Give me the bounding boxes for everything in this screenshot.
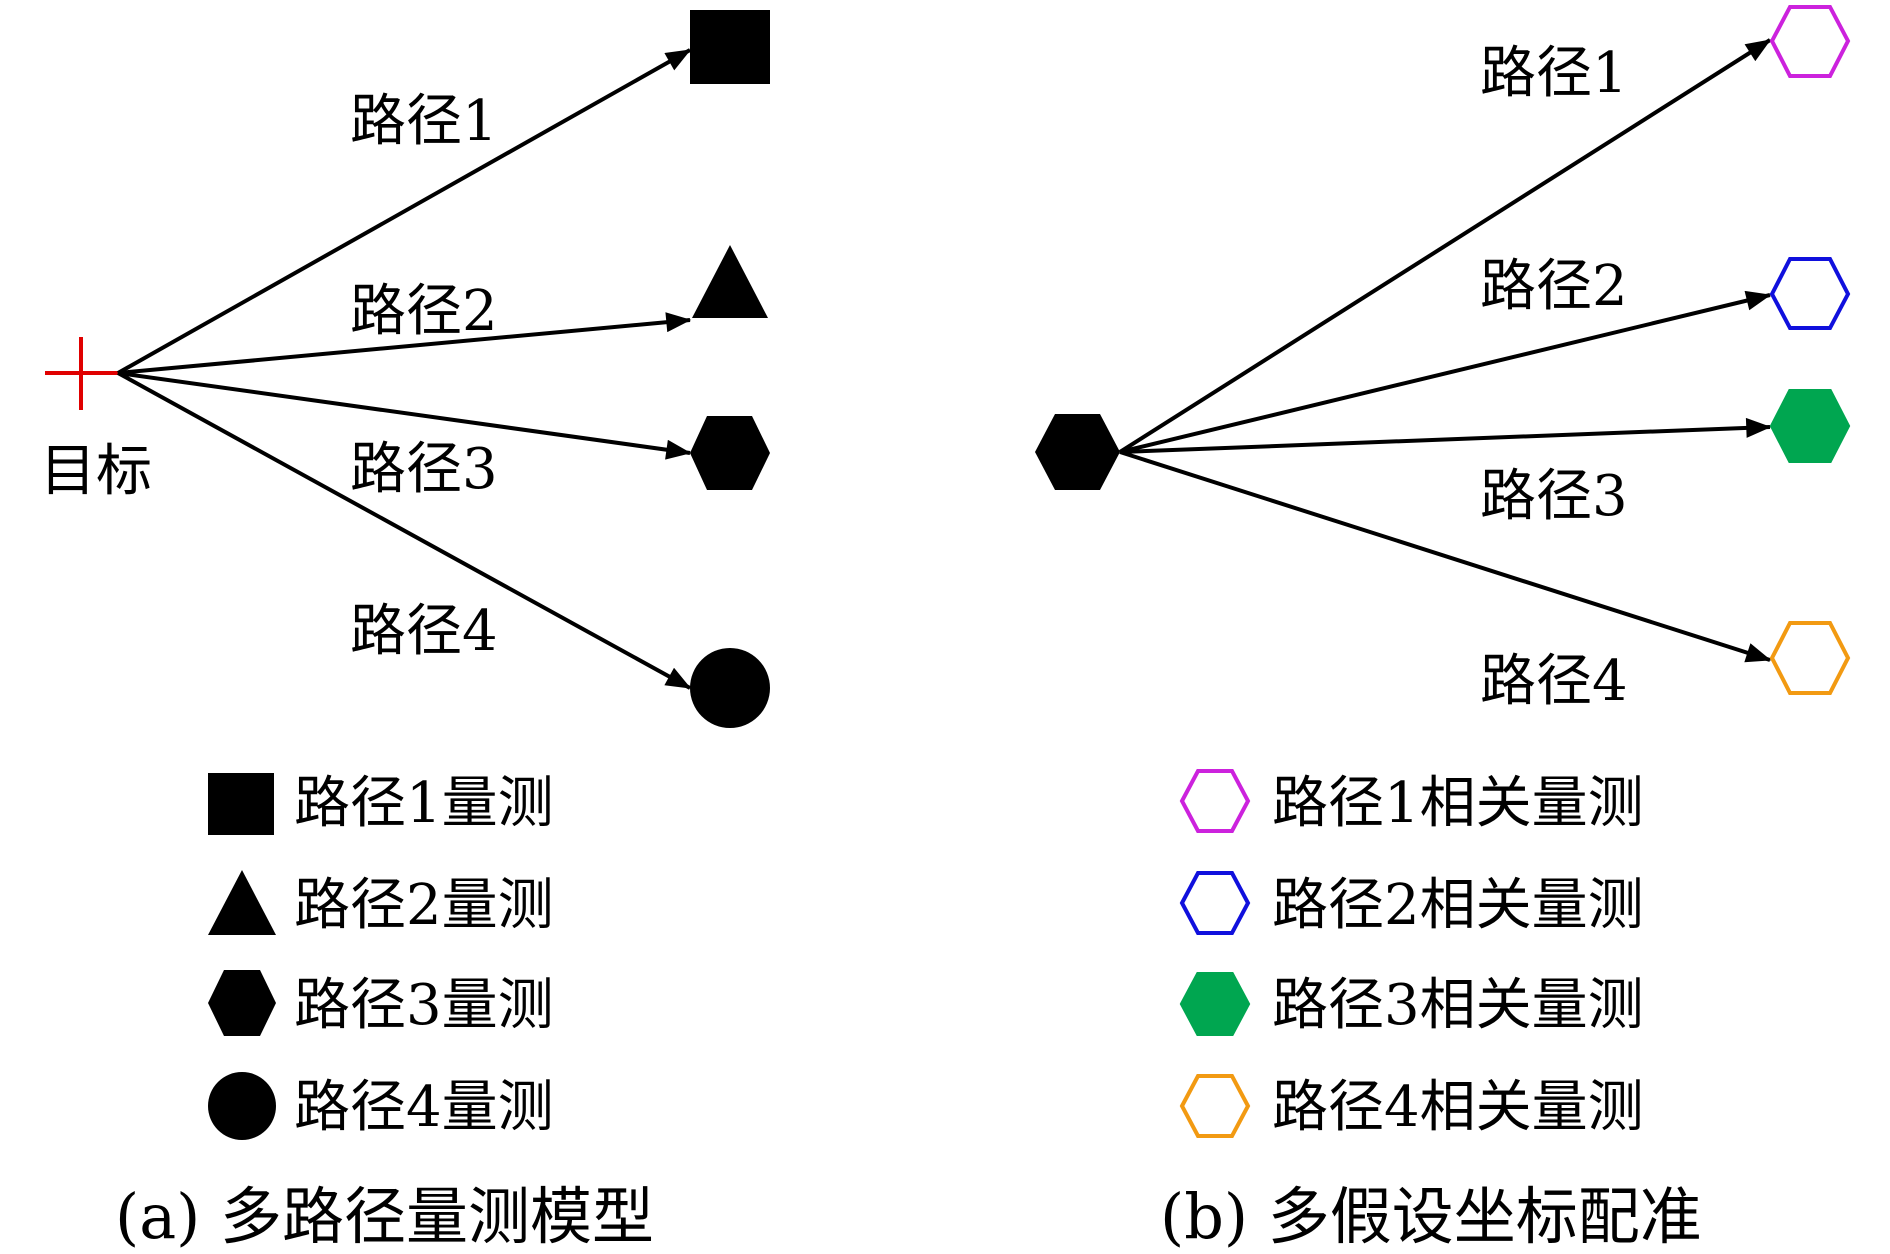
path-1-label: 路径1 <box>350 89 498 154</box>
path-b1-label: 路径1 <box>1480 41 1628 106</box>
caption-b: (b) 多假设坐标配准 <box>1160 1180 1702 1253</box>
target-label: 目标 <box>40 439 152 504</box>
legend-b-item-4: 路径4相关量测 <box>1272 1075 1644 1140</box>
legend-b-hexagon-2-icon <box>1179 871 1251 935</box>
path-b2-label: 路径2 <box>1480 254 1628 319</box>
legend-triangle-icon <box>208 870 276 935</box>
path-4-label: 路径4 <box>350 599 498 664</box>
panel-b: 路径1 路径2 路径3 路径4 路径1相关量测 路径2相关量测 路径3相关量测 … <box>1035 5 1851 1253</box>
legend-a-item-2: 路径2量测 <box>294 873 554 938</box>
path-2-label: 路径2 <box>350 279 498 344</box>
path-b3-arrow <box>1119 417 1772 454</box>
hypothesis-4-hexagon-icon <box>1769 621 1851 695</box>
legend-a-item-3: 路径3量测 <box>294 973 554 1038</box>
panel-a: 目标 路径1 路径2 路径3 路径4 路径1量测 路径2量测 路径3量测 路径4… <box>40 10 770 1253</box>
circle-marker-icon <box>690 648 770 728</box>
square-marker-icon <box>690 10 770 84</box>
hypothesis-3-hexagon-icon <box>1769 389 1851 463</box>
path-1-arrow <box>117 48 692 375</box>
triangle-marker-icon <box>692 245 768 318</box>
legend-b-item-1: 路径1相关量测 <box>1272 771 1644 836</box>
hypothesis-2-hexagon-icon <box>1769 257 1851 330</box>
caption-a: (a) 多路径量测模型 <box>115 1180 654 1253</box>
path-3-arrow <box>117 371 692 460</box>
path-b2-arrow <box>1119 290 1772 454</box>
legend-b-hexagon-1-icon <box>1179 769 1251 833</box>
legend-circle-icon <box>208 1072 276 1140</box>
path-4-arrow <box>117 371 692 690</box>
path-b1-arrow <box>1118 38 1772 454</box>
path-b3-label: 路径3 <box>1480 464 1628 529</box>
legend-a: 路径1量测 路径2量测 路径3量测 路径4量测 <box>208 771 554 1140</box>
legend-b-item-3: 路径3相关量测 <box>1272 973 1644 1038</box>
legend-hexagon-icon <box>208 970 276 1036</box>
legend-a-item-1: 路径1量测 <box>294 771 554 836</box>
hypothesis-1-hexagon-icon <box>1769 5 1851 78</box>
legend-b: 路径1相关量测 路径2相关量测 路径3相关量测 路径4相关量测 <box>1179 769 1644 1140</box>
legend-square-icon <box>208 773 274 835</box>
legend-b-hexagon-3-icon <box>1179 972 1251 1036</box>
path-b4-label: 路径4 <box>1480 649 1628 714</box>
legend-a-item-4: 路径4量测 <box>294 1075 554 1140</box>
path-3-label: 路径3 <box>350 437 498 502</box>
target-cross-icon <box>45 337 120 410</box>
source-hexagon-icon <box>1035 414 1120 490</box>
path-2-arrow <box>117 312 692 375</box>
path-b4-arrow <box>1119 450 1772 663</box>
legend-b-hexagon-4-icon <box>1179 1074 1251 1138</box>
legend-b-item-2: 路径2相关量测 <box>1272 873 1644 938</box>
hexagon-marker-icon <box>690 416 770 490</box>
